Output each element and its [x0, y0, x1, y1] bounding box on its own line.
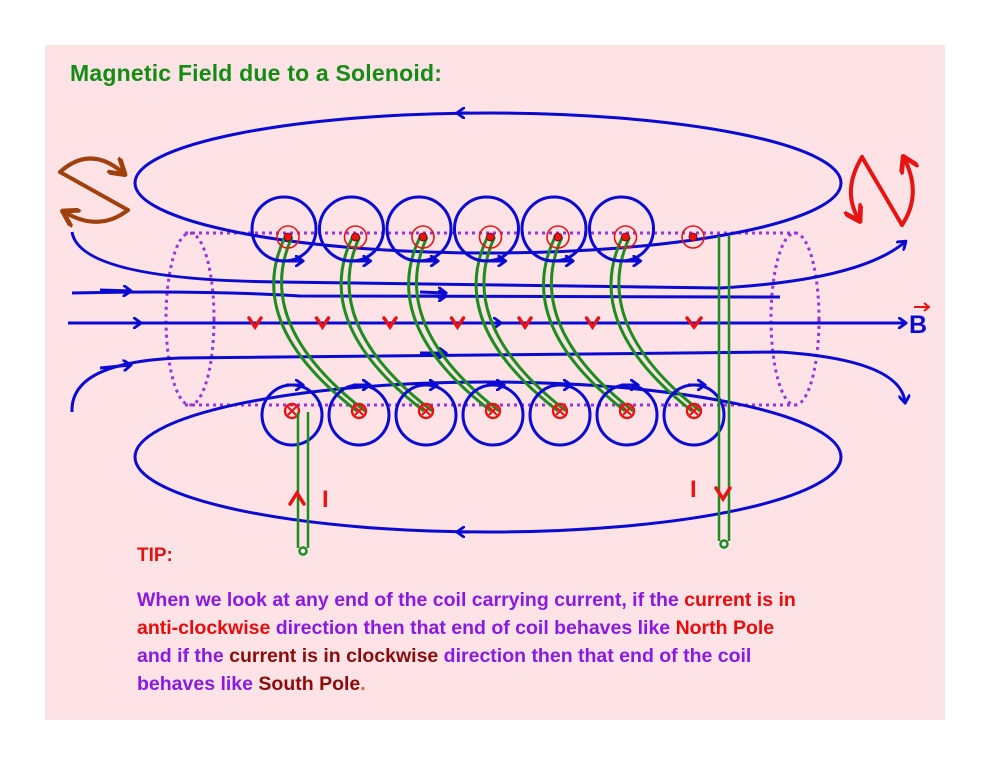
- current-out-symbol-icon: [681, 225, 705, 249]
- vector-arrow-icon: [914, 302, 931, 312]
- coil-wires: [247, 236, 703, 413]
- coil-wire: [407, 236, 492, 413]
- upper-inner-line-arrow: [419, 292, 445, 293]
- current-direction-arrow-icon: [584, 316, 601, 331]
- upper-inner-line: [70, 231, 905, 290]
- field-lines: [68, 113, 905, 532]
- coil-wire: [414, 236, 500, 413]
- current-out-symbol-icon: [276, 225, 300, 249]
- tip-segment: South Pole: [258, 673, 361, 695]
- field-circle-bottom: [662, 383, 726, 447]
- tip-segment: current is in: [684, 589, 796, 611]
- current-label-out: I: [690, 476, 697, 503]
- tip-segment: When we look at any end of the coil carr…: [137, 589, 685, 611]
- current-direction-arrow-icon: [247, 316, 263, 331]
- current-arrow-up-icon: [288, 489, 306, 506]
- current-in-cross-icon: [689, 406, 699, 416]
- lower-middle-line: [70, 350, 905, 413]
- tip-segment: current is in clockwise: [229, 645, 439, 667]
- coil-wire: [609, 236, 693, 413]
- current-arrow-down-icon: [714, 486, 732, 503]
- current-in-cross-icon: [354, 406, 364, 416]
- lower-left-arrow: [99, 365, 130, 368]
- lead-wire-left: [296, 412, 310, 556]
- tip-segment: North Pole: [675, 617, 775, 639]
- coil-wire: [280, 236, 366, 413]
- current-out-dot-icon: [553, 232, 563, 242]
- current-in-cross-icon: [488, 406, 498, 416]
- tip-label: TIP:: [137, 545, 173, 566]
- field-circle-bottom: [461, 383, 525, 447]
- current-direction-arrow-icon: [314, 316, 331, 331]
- current-out-dot-icon: [351, 232, 360, 242]
- current-out-symbol-icon: [411, 225, 435, 249]
- current-out-symbol-icon: [478, 225, 503, 249]
- coil-wire: [272, 236, 358, 413]
- current-out-dot-icon: [688, 232, 698, 242]
- tip-segment: direction then that end of coil behaves …: [270, 617, 676, 639]
- current-in-cross-icon: [287, 406, 297, 416]
- tip-segment: behaves like: [137, 673, 259, 695]
- current-in-symbol-icon: [551, 402, 569, 420]
- field-circle-top: [520, 195, 588, 263]
- coil-wire: [347, 236, 433, 413]
- north-pole-symbol-icon: [851, 157, 913, 227]
- tip-segment: anti-clockwise: [137, 617, 271, 639]
- south-pole-symbol-icon: [58, 159, 130, 222]
- tip-segment: .: [360, 673, 366, 695]
- current-label-in: I: [322, 486, 329, 513]
- field-circle-bottom: [394, 383, 458, 447]
- tip-text: When we look at any end of the coil carr…: [137, 586, 937, 698]
- current-in-symbol-icon: [350, 402, 368, 420]
- current-in-cross-icon: [421, 406, 431, 416]
- current-direction-arrow-icon: [685, 316, 703, 330]
- upper-middle-line: [71, 290, 781, 299]
- field-circle-bottom: [327, 383, 391, 447]
- current-in-symbol-icon: [685, 402, 703, 420]
- coil-turns: [250, 195, 726, 447]
- current-direction-arrow-icon: [517, 316, 533, 331]
- coil-wire: [474, 236, 559, 413]
- upper-left-arrow: [99, 290, 130, 291]
- current-out-symbol-icon: [613, 225, 638, 249]
- tip-segment: direction then that end of the coil: [438, 645, 752, 667]
- current-out-dot-icon: [486, 232, 495, 242]
- current-out-dot-icon: [283, 232, 293, 242]
- coil-wire: [339, 236, 425, 413]
- field-circle-top: [318, 195, 385, 263]
- tip-segment: and if the: [137, 645, 230, 667]
- current-in-cross-icon: [622, 406, 632, 416]
- current-direction-arrow-icon: [382, 316, 398, 331]
- field-circle-top: [250, 195, 318, 263]
- coil-wire: [482, 236, 567, 413]
- coil-wire: [542, 236, 626, 413]
- solenoid-right-end: [769, 231, 821, 407]
- lead-wire-right: [717, 236, 731, 549]
- current-out-dot-icon: [418, 232, 428, 242]
- current-in-cross-icon: [555, 406, 565, 416]
- page-title: Magnetic Field due to a Solenoid:: [70, 60, 443, 86]
- field-circle-top: [453, 195, 520, 263]
- current-out-dot-icon: [621, 232, 630, 242]
- current-out-symbol-icon: [546, 225, 570, 249]
- solenoid-outline: [164, 231, 821, 407]
- current-in-symbol-icon: [417, 402, 435, 420]
- field-circle-bottom: [528, 383, 592, 447]
- current-in-symbol-icon: [484, 402, 502, 420]
- current-out-symbol-icon: [343, 225, 368, 249]
- current-direction-arrow-icon: [449, 316, 466, 331]
- field-circle-bottom: [595, 383, 659, 447]
- solenoid-left-end: [164, 231, 216, 407]
- current-in-symbol-icon: [618, 402, 636, 420]
- current-in-symbol-icon: [283, 402, 301, 420]
- field-circle-top: [385, 195, 453, 263]
- field-circle-top: [588, 195, 655, 263]
- outer-field-loop-bottom: [133, 380, 843, 534]
- field-label-b: B: [909, 311, 927, 339]
